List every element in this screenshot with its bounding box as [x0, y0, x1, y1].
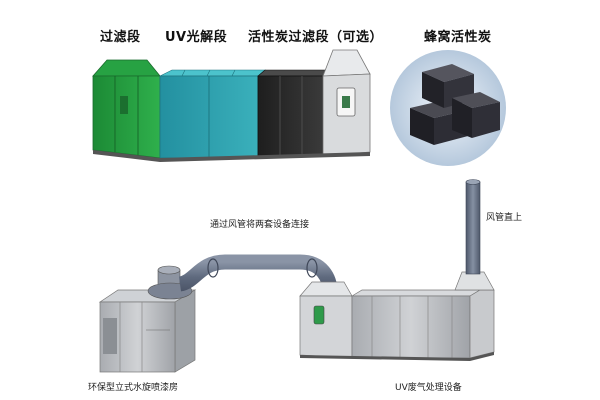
filter-section-label: 过滤段 — [100, 30, 141, 45]
connecting-duct-graphic — [177, 254, 338, 293]
uv-processing-unit-graphic — [299, 271, 495, 361]
duct-connection-label: 通过风管将两套设备连接 — [210, 220, 310, 230]
uv-section-label: UV光解段 — [165, 30, 228, 45]
honeycomb-carbon-graphic — [390, 50, 506, 166]
filter-section-shape — [92, 59, 161, 159]
outlet-hood-shape — [322, 49, 371, 157]
duct-upward-label: 风管直上 — [486, 213, 523, 223]
spray-booth-label: 环保型立式水旋喷漆房 — [88, 383, 179, 393]
exhaust-stack-graphic — [465, 179, 481, 275]
uv-equipment-label: UV废气处理设备 — [395, 383, 462, 393]
carbon-section-shape — [257, 69, 331, 159]
carbon-section-label: 活性炭过滤段（可选） — [248, 30, 384, 45]
honeycomb-carbon-label: 蜂窝活性炭 — [424, 30, 492, 45]
spray-booth-graphic — [98, 265, 197, 373]
uv-section-shape — [159, 69, 266, 159]
modular-unit-top — [92, 49, 371, 162]
